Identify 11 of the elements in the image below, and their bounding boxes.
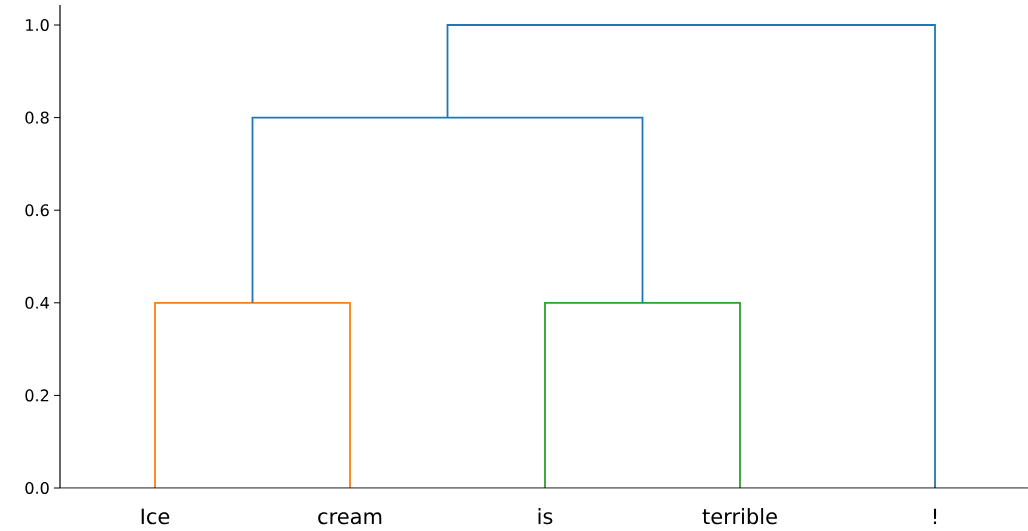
tick-label: 0.6 [25,204,49,217]
tick-label: 0.4 [25,296,49,309]
tick-label: 1.0 [26,18,49,32]
leaf-label: Ice [141,508,170,525]
leaf-label: cream [318,512,382,525]
tick-label: 0.8 [25,111,49,124]
tick-label: 0.0 [25,481,49,495]
tick-label: 0.2 [25,389,49,402]
leaf-label: is [538,508,553,525]
leaf-label: ! [933,508,937,524]
leaf-label: terrible [702,508,777,525]
